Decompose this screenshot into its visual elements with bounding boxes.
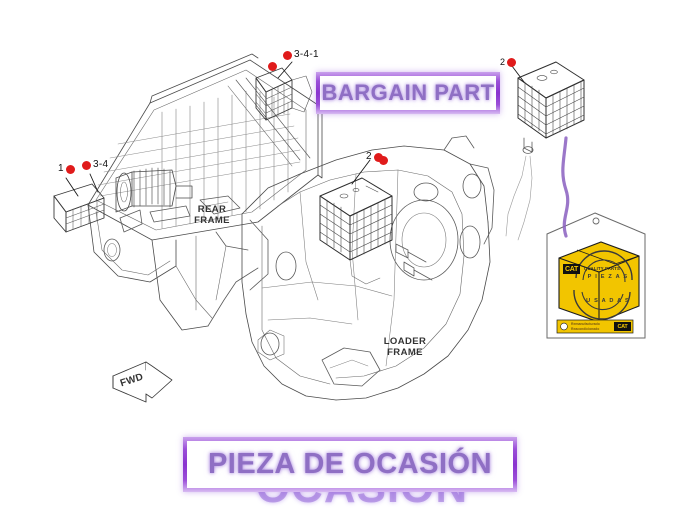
red-dot-icon [65, 164, 75, 174]
callout-2-top: 2 [500, 57, 517, 67]
bargain-part-text: BARGAIN PART [321, 80, 495, 105]
red-dot-icon [82, 160, 91, 170]
red-dot-icon [373, 152, 383, 162]
callout-1-label: 1 [58, 163, 64, 174]
tag-footer-line-1: Remanufacturado [571, 322, 600, 326]
callout-1: 1 [58, 164, 75, 174]
quality-parts-text: QUALITY PARTS [584, 266, 620, 271]
fwd-arrow-shape [112, 361, 173, 403]
cat-logo-footer: CAT [615, 323, 630, 330]
rear-frame-assembly [87, 53, 323, 241]
mid-hardware [349, 243, 433, 285]
usadas-ring-text: U S A D A S [586, 298, 630, 304]
bargain-part-banner-inner: BARGAIN PART [320, 76, 496, 110]
cat-logo-text: CAT [565, 265, 578, 273]
loader-frame-assembly [241, 135, 495, 401]
callout-2-top-label: 2 [500, 57, 506, 67]
callout-3-4-1-label: 3-4-1 [294, 49, 319, 60]
callout-3-4-1: 3-4-1 [283, 50, 319, 60]
exploded-grid-part-upper [255, 67, 313, 121]
tag-footer-line-2: Reacondicionado [571, 327, 600, 331]
red-dot-icon [379, 156, 388, 165]
marker-upper-grid [268, 62, 277, 71]
pieza-ocasion-banner: PIEZA DE OCASIÓN [183, 437, 517, 492]
marker-mid-grid [379, 156, 388, 165]
cat-logo-box: CAT [563, 264, 580, 274]
pieza-ocasion-text: PIEZA DE OCASIÓN [207, 448, 493, 480]
purple-cord [561, 136, 570, 238]
piezas-ring-text: P I E Z A S [587, 274, 629, 280]
cat-logo-footer-text: CAT [617, 323, 628, 330]
rear-frame-lower-arms [87, 204, 269, 331]
top-right-grid-component [511, 61, 585, 154]
cat-parts-tag: CAT QUALITY PARTS P I E Z A S U S A D A … [543, 212, 649, 340]
callout-2-mid: 2 [366, 152, 383, 162]
cat-tag-graphic [546, 212, 646, 339]
red-dot-icon [283, 50, 292, 60]
callout-2-mid-label: 2 [366, 151, 372, 162]
callout-3-4: 3-4 [82, 160, 108, 170]
callout-3-4-label: 3-4 [93, 159, 109, 170]
red-dot-icon [268, 62, 277, 71]
loader-frame-label: LOADER FRAME [383, 336, 427, 358]
rear-frame-label: REAR FRAME [194, 204, 230, 226]
red-dot-icon [507, 58, 517, 67]
exploded-grid-part-left [53, 183, 105, 233]
pieza-ocasion-banner-inner: PIEZA DE OCASIÓN [187, 441, 513, 488]
bellows-part [115, 167, 193, 213]
bargain-part-banner: BARGAIN PART [316, 72, 500, 114]
